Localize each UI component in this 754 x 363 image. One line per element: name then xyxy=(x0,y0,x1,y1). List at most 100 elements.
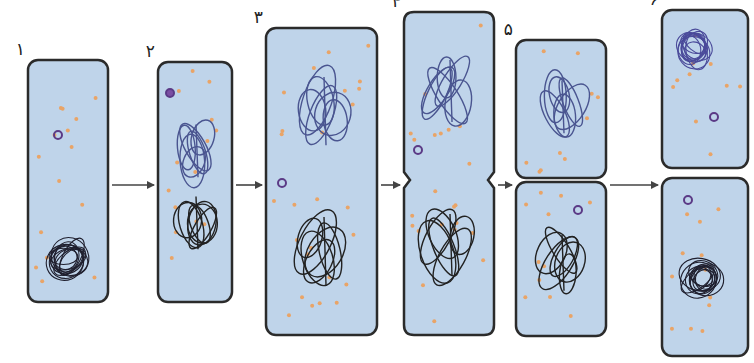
chromosome-loop xyxy=(552,93,577,138)
plasmid xyxy=(710,113,718,121)
chromosome-loop xyxy=(450,214,452,276)
ribosome-dot xyxy=(547,212,551,216)
chromosome-tangle xyxy=(44,230,96,283)
chromosome-tangle xyxy=(671,27,711,66)
ribosome-dot xyxy=(193,170,197,174)
cell-outline xyxy=(158,62,232,302)
cell-stage: ۲ xyxy=(158,62,232,302)
stage-number: ۱ xyxy=(16,41,25,58)
ribosome-dot xyxy=(282,91,286,95)
chromosome-loop xyxy=(313,221,346,282)
ribosome-dot xyxy=(675,78,679,82)
ribosome-dot xyxy=(272,199,276,203)
chromosome-loop xyxy=(562,235,564,291)
ribosome-dot xyxy=(410,224,414,228)
chromosome-loop xyxy=(429,52,475,111)
ribosome-dot xyxy=(358,80,362,84)
ribosome-dot xyxy=(585,116,589,120)
chromosome-loop xyxy=(529,227,574,279)
cell-stage: ۴ xyxy=(404,12,494,335)
plasmid xyxy=(414,146,422,154)
chromosome-loop xyxy=(174,119,218,175)
cell-drawing xyxy=(404,12,494,335)
chromosome-loop xyxy=(324,77,326,145)
ribosome-dot xyxy=(539,191,543,195)
ribosome-dot xyxy=(310,304,314,308)
stage-arrow xyxy=(610,184,658,186)
chromosome-loop xyxy=(562,81,564,134)
ribosome-dot xyxy=(205,139,209,143)
ribosome-dot xyxy=(548,295,552,299)
ribosome-dot xyxy=(74,117,78,121)
cell-stage: ۱ xyxy=(28,60,108,302)
cell-stage: ۶ xyxy=(662,10,748,356)
cell-outline xyxy=(516,40,606,178)
ribosome-dot xyxy=(327,50,331,54)
ribosome-dot xyxy=(479,23,483,27)
ribosome-dot xyxy=(66,128,70,132)
ribosome-dot xyxy=(689,327,693,331)
ribosome-dot xyxy=(57,179,61,183)
stage-number: ۳ xyxy=(254,9,263,26)
ribosome-dot xyxy=(725,84,729,88)
ribosome-dot xyxy=(537,260,541,264)
ribosome-dot xyxy=(576,51,580,55)
stage-number: ۵ xyxy=(504,21,513,38)
cell-outline xyxy=(266,28,377,335)
ribosome-dot xyxy=(61,107,65,111)
stage-number: ۲ xyxy=(146,43,155,60)
ribosome-dot xyxy=(709,62,713,66)
chromosome-tangle xyxy=(683,32,710,72)
ribosome-dot xyxy=(700,253,704,257)
ribosome-dot xyxy=(335,301,339,305)
ribosome-dot xyxy=(315,197,319,201)
ribosome-dot xyxy=(559,194,563,198)
ribosome-dot xyxy=(175,160,179,164)
ribosome-dot xyxy=(716,207,720,211)
chromosome-loop xyxy=(531,231,586,296)
ribosome-dot xyxy=(523,295,527,299)
ribosome-dot xyxy=(433,189,437,193)
ribosome-dot xyxy=(537,170,541,174)
ribosome-dot xyxy=(366,44,370,48)
ribosome-dot xyxy=(738,84,742,88)
ribosome-dot xyxy=(688,72,692,76)
ribosome-dot xyxy=(590,92,594,96)
cell-outline xyxy=(28,60,108,302)
cell-outline xyxy=(404,12,494,335)
ribosome-dot xyxy=(481,258,485,262)
ribosome-dot xyxy=(410,214,414,218)
ribosome-dot xyxy=(698,220,702,224)
stage-arrow xyxy=(236,184,262,186)
ribosome-dot xyxy=(300,295,304,299)
stage-arrow xyxy=(381,184,400,186)
ribosome-dot xyxy=(177,89,181,93)
chromosome-tangle xyxy=(49,242,90,281)
ribosome-dot xyxy=(39,230,43,234)
chromosome-loop xyxy=(554,75,587,129)
ribosome-dot xyxy=(694,120,698,124)
ribosome-dot xyxy=(588,200,592,204)
chromosome-loop xyxy=(425,223,478,291)
chromosome-loop xyxy=(196,125,198,178)
ribosome-dot xyxy=(671,85,675,89)
ribosome-dot xyxy=(40,279,44,283)
cell-stage: ۵ xyxy=(516,40,606,336)
ribosome-dot xyxy=(287,313,291,317)
cell-drawing xyxy=(28,60,108,302)
ribosome-dot xyxy=(343,89,347,93)
ribosome-dot xyxy=(409,132,413,136)
ribosome-dot xyxy=(670,327,674,331)
ribosome-dot xyxy=(292,203,296,207)
ribosome-dot xyxy=(34,266,38,270)
ribosome-dot xyxy=(681,251,685,255)
ribosome-dot xyxy=(167,189,171,193)
chromosome-loop xyxy=(423,214,465,279)
cell-drawing xyxy=(516,40,606,336)
ribosome-dot xyxy=(452,205,456,209)
ribosome-dot xyxy=(80,203,84,207)
cell-outline xyxy=(662,178,748,356)
plasmid xyxy=(574,206,582,214)
chromosome-tangle xyxy=(686,263,715,294)
plasmid xyxy=(684,196,692,204)
